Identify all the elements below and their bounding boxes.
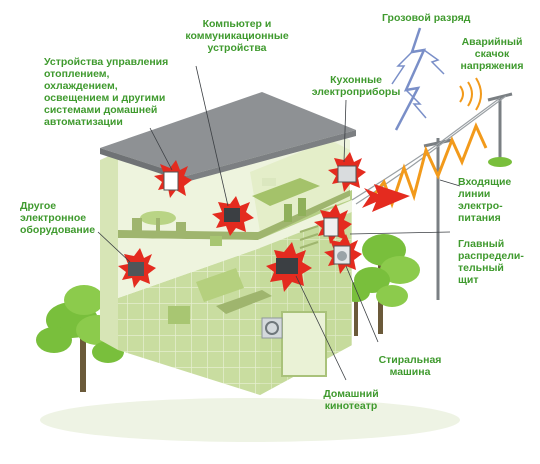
house-left-wall [100,152,118,350]
floor-slab-lower [118,200,352,298]
spark-computer [212,196,254,236]
label-kitchen: Кухонные электроприборы [311,74,401,98]
glass-door [281,311,327,377]
surge-arrow [362,184,410,212]
ac-unit [261,317,283,339]
ground-shadow [40,398,460,442]
label-lightning: Грозовой разряд [382,12,471,24]
label-power-lines: Входящие линии электро- питания [458,176,512,224]
label-washing-machine: Стиральная машина [378,354,442,378]
spark-washing-machine [324,234,362,274]
spark-other-electronics [118,248,156,288]
utility-pole-near [423,138,453,300]
sofa [196,268,244,302]
armchair [168,306,190,324]
label-other-electronics: Другое электронное оборудование [20,200,96,236]
coffee-table [216,290,272,314]
chair [132,218,142,232]
office-chair [210,236,222,246]
leader-lines [97,65,461,381]
stairs [299,225,319,249]
label-main-panel: Главный распредели- тельный щит [458,238,524,286]
label-surge: Аварийный скачок напряжения [460,36,524,72]
label-computer: Компьютер и коммуникационные устройства [185,18,289,54]
kitchen-counter [252,178,320,206]
utility-pole-far [487,92,513,167]
spark-kitchen-appliance [328,152,366,192]
spark-home-theater [266,242,312,292]
surge-waves [459,77,482,111]
spark-main-panel [314,204,352,244]
label-home-theater: Домашний кинотеатр [323,388,379,412]
lightning-bolt [394,27,427,131]
label-hvac-control: Устройства управления отоплением, охлажд… [44,56,169,128]
spark-hvac-controller [154,160,192,198]
